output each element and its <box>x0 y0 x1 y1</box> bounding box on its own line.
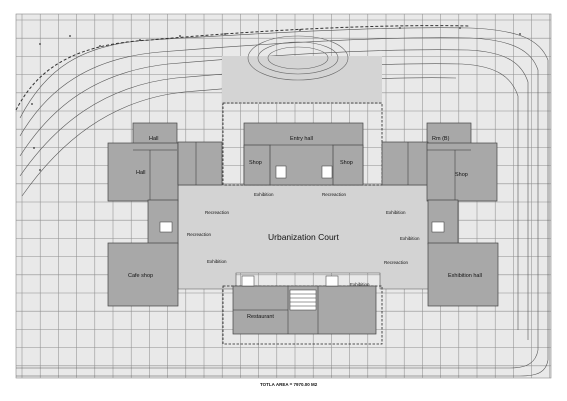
shop-right-block <box>426 142 498 202</box>
label-exhibition-left: Exhibition <box>207 259 227 264</box>
contour-marker <box>224 33 226 35</box>
central-stair <box>289 289 317 311</box>
contour-marker <box>179 35 181 37</box>
contour-markers <box>31 27 521 171</box>
restaurant-zone-outline <box>222 285 383 345</box>
label-exhibition-bottom-right: Exhibition <box>350 282 370 287</box>
label-recreaction-left: Recreaction <box>205 210 230 215</box>
contour-marker <box>459 27 461 29</box>
label-exhibition-right-top: Exhibition <box>386 210 406 215</box>
contour-marker <box>519 33 521 35</box>
total-area-label: TOTLA AREA = 7970.00 M2 <box>260 382 318 387</box>
plaza-ring <box>247 35 349 81</box>
stair-right-wing <box>431 221 445 233</box>
plaza-ring <box>257 41 339 75</box>
contour-marker <box>399 27 401 29</box>
stair-left-wing <box>159 221 173 233</box>
contour-line-5 <box>21 77 457 197</box>
road-edge <box>15 25 471 111</box>
contour-marker <box>139 39 141 41</box>
contour-marker <box>299 29 301 31</box>
label-recreaction-right: Recreaction <box>384 260 409 265</box>
contour-marker <box>33 147 35 149</box>
stair-restaurant-left <box>241 275 255 287</box>
label-recreaction-top: Recreaction <box>322 192 347 197</box>
left-service-block <box>177 141 223 186</box>
shop-center-left-block <box>243 144 271 186</box>
contour-lines <box>15 25 549 377</box>
contour-marker <box>31 103 33 105</box>
label-room-b: Rm (B) <box>432 136 450 142</box>
interior-details <box>133 142 471 334</box>
stair-restaurant-right <box>325 275 339 287</box>
label-shop-center-right: Shop <box>340 160 353 166</box>
stair-shop-right <box>321 165 333 179</box>
label-entry-hall: Entry hall <box>290 136 313 142</box>
label-hall-lower: Hall <box>136 170 145 176</box>
stair-shop-left <box>275 165 287 179</box>
label-shop-right: Shop <box>455 172 468 178</box>
contour-line-2 <box>16 37 539 369</box>
label-shop-center-left: Shop <box>249 160 262 166</box>
label-restaurant: Restaurant <box>247 314 274 320</box>
shop-center-right-block <box>332 144 364 186</box>
label-exhibition-top-left: Exhibition <box>254 192 274 197</box>
cafe-shop-block <box>107 242 179 307</box>
exhibition-hall-block <box>427 242 499 307</box>
contour-line-1 <box>16 27 549 377</box>
plaza-ring <box>267 46 329 70</box>
label-exhibition-hall: Exhibition hall <box>448 273 482 279</box>
label-hall-upper: Hall <box>149 136 158 142</box>
label-exhibition-right-mid: Exhibition <box>400 236 420 241</box>
right-service-block <box>381 141 429 186</box>
hall-lower-block <box>107 142 179 202</box>
label-cafe-shop: Cafe shop <box>128 273 153 279</box>
stairs <box>159 165 445 311</box>
court-title: Urbanization Court <box>268 232 340 242</box>
buildings <box>107 122 499 335</box>
entrance-plaza <box>222 35 382 104</box>
contour-marker <box>99 45 101 47</box>
contour-line-3 <box>19 49 529 340</box>
contour-marker <box>69 35 71 37</box>
label-recreaction-mid-left: Recreaction <box>187 232 212 237</box>
contour-marker <box>39 43 41 45</box>
contour-marker <box>39 169 41 171</box>
